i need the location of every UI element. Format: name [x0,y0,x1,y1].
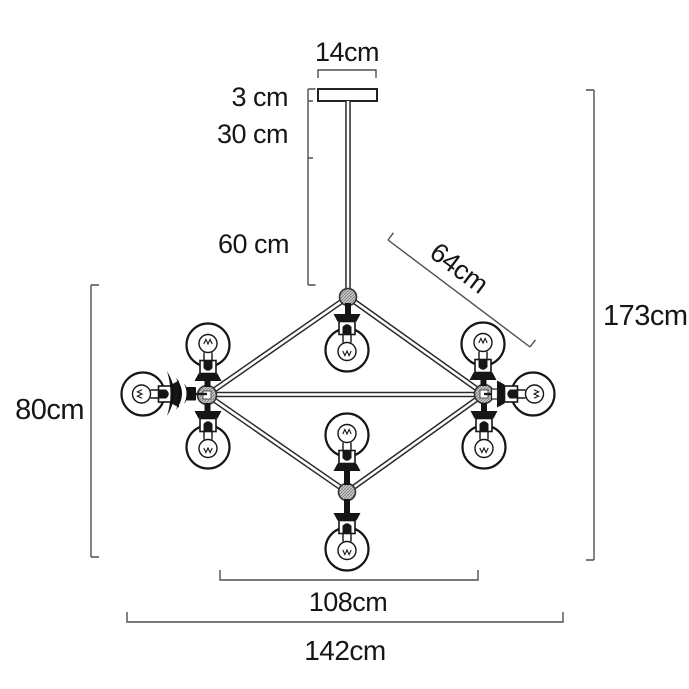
left-crescent-globes [167,371,196,416]
dim-label-overall-width: 142cm [304,635,386,666]
right-crescent-globe [490,380,503,408]
dim-label-inner-span: 108cm [309,587,388,617]
dim-canopy-width: 14cm [315,37,380,78]
dim-overall-width: 142cm [126,612,564,666]
dim-overall-height: 173cm [586,89,688,561]
dim-inner-span: 108cm [219,570,479,617]
dim-label-body-height: 80cm [15,394,84,426]
hub-top [338,287,358,307]
dim-label-overall-height: 173cm [603,300,688,332]
dim-label-upper-rod: 30 cm [217,119,288,149]
hub-bottom [337,482,357,502]
ceiling-canopy [317,88,378,102]
dim-body-height: 80cm [15,284,99,558]
frame-rods [205,294,486,495]
dim-label-lower-rod: 60 cm [218,229,289,259]
dim-label-canopy-width: 14cm [315,37,379,67]
dim-rod-segments: 3 cm 30 cm 60 cm [217,82,316,286]
dim-label-canopy-thickness: 3 cm [231,82,288,112]
